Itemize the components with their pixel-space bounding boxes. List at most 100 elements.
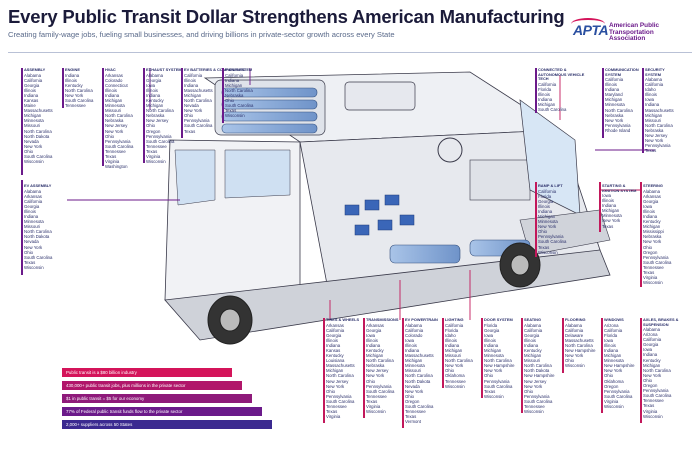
- state-item: New York: [65, 92, 84, 98]
- ev-batteries-bar: [181, 68, 183, 138]
- state-item: New York: [565, 353, 584, 359]
- logo-arc-icon: [571, 18, 605, 30]
- state-item: California: [643, 337, 662, 343]
- state-item: Michigan: [445, 347, 463, 353]
- stat-bar: 2,000+ suppliers across 50 States: [62, 420, 272, 429]
- group-engine: Engine Indiana Illinois Kentucky North C…: [65, 67, 94, 108]
- state-item: California: [645, 82, 664, 88]
- state-item: Illinois: [146, 87, 158, 93]
- state-item: New Hampshire: [524, 373, 555, 379]
- state-item: Texas: [225, 108, 237, 114]
- state-item: Georgia: [524, 332, 540, 338]
- state-item: Ohio: [405, 393, 415, 399]
- state-item: New York: [184, 108, 203, 114]
- logo-mark: APTA: [573, 22, 609, 38]
- page-subtitle: Creating family-wage jobs, fueling small…: [8, 30, 395, 39]
- group-head: EV Assembly: [24, 183, 52, 188]
- state-item: Wisconsin: [24, 264, 44, 270]
- state-item: New Jersey: [146, 118, 169, 124]
- state-item: Illinois: [405, 342, 417, 348]
- state-item: Minnesota: [405, 363, 425, 369]
- state-item: Iowa: [366, 332, 376, 338]
- state-item: South Carolina: [65, 97, 94, 103]
- powertrain-bar: [402, 318, 404, 428]
- state-item: Virginia: [326, 414, 341, 420]
- state-item: Missouri: [24, 123, 40, 129]
- state-item: Indiana: [445, 342, 460, 348]
- state-item: Ohio: [604, 373, 614, 379]
- axles-bar: [640, 318, 642, 423]
- state-item: Iowa: [146, 82, 156, 88]
- state-item: Kentucky: [146, 97, 164, 103]
- state-item: Ohio: [105, 133, 115, 139]
- state-item: Maryland: [605, 92, 623, 98]
- state-item: New York: [602, 218, 621, 224]
- state-item: Missouri: [105, 108, 121, 114]
- state-item: Alabama: [405, 322, 422, 328]
- state-item: Minnesota: [604, 358, 624, 364]
- state-item: South Carolina: [484, 383, 513, 389]
- state-item: Wisconsin: [565, 363, 585, 369]
- state-item: Michigan: [405, 358, 423, 364]
- state-item: Nebraska: [105, 118, 124, 124]
- state-item: Illinois: [24, 208, 36, 214]
- state-item: Mississippi: [643, 229, 664, 235]
- transmissions-bar: [363, 318, 365, 418]
- state-item: Texas: [366, 398, 378, 404]
- state-item: Georgia: [24, 203, 40, 209]
- state-item: Arizona: [643, 332, 658, 338]
- state-item: Alabama: [24, 72, 41, 78]
- apta-logo: APTA American Public Transportation Asso…: [571, 18, 693, 48]
- state-item: Texas: [105, 154, 117, 159]
- state-item: New Jersey: [645, 133, 668, 139]
- security-bar: [642, 68, 644, 153]
- state-item: Indiana: [366, 342, 381, 348]
- state-item: Ohio: [445, 368, 455, 374]
- state-item: Indiana: [225, 77, 240, 83]
- communication-bar: [602, 68, 604, 138]
- state-item: Florida: [604, 332, 618, 338]
- group-head: HVAC: [105, 67, 116, 72]
- seating-bar: [521, 318, 523, 413]
- tires-bar: [323, 318, 325, 423]
- state-item: North Carolina: [484, 358, 512, 364]
- state-item: Arkansas: [643, 193, 661, 199]
- group-head: Connected & Autonomous Vehicle Tech: [538, 67, 585, 81]
- state-item: Illinois: [604, 342, 616, 348]
- state-item: Oregon: [146, 128, 161, 134]
- group-head: Engine: [65, 67, 80, 72]
- state-item: Virginia: [604, 398, 619, 404]
- state-item: Indiana: [538, 208, 553, 214]
- state-item: Massachusetts: [565, 337, 594, 343]
- state-item: Minnesota: [24, 219, 44, 225]
- state-item: Indiana: [24, 213, 39, 219]
- state-item: Michigan: [524, 353, 542, 359]
- state-item: Pennsylvania: [484, 378, 510, 384]
- group-windows: Windows Arizona California Florida Iowa …: [604, 317, 635, 409]
- state-item: Kentucky: [65, 82, 83, 88]
- state-item: Ohio: [225, 97, 235, 103]
- state-item: California: [184, 72, 203, 78]
- state-item: North Carolina: [184, 97, 212, 103]
- state-item: Iowa: [405, 337, 415, 343]
- state-item: New Hampshire: [604, 363, 635, 369]
- exhaust-bar: [143, 68, 145, 163]
- state-item: Nebraska: [225, 92, 244, 98]
- state-item: Minnesota: [24, 118, 44, 124]
- state-item: Pennsylvania: [105, 138, 131, 144]
- state-item: South Carolina: [538, 106, 567, 112]
- state-item: Pennsylvania: [605, 122, 631, 128]
- state-item: Washington: [105, 164, 128, 170]
- state-item: California: [538, 81, 557, 87]
- group-fuel: Fuel System California Indiana Michigan …: [225, 67, 253, 118]
- state-item: North Carolina: [405, 373, 433, 379]
- state-item: Arkansas: [24, 193, 42, 199]
- state-item: Alabama: [146, 72, 163, 78]
- state-item: Pennsylvania: [524, 393, 550, 399]
- state-item: Minnesota: [605, 102, 625, 108]
- state-item: North Carolina: [605, 107, 633, 113]
- state-item: Georgia: [643, 342, 659, 348]
- state-item: Massachusetts: [326, 363, 355, 369]
- state-item: South Carolina: [105, 143, 134, 149]
